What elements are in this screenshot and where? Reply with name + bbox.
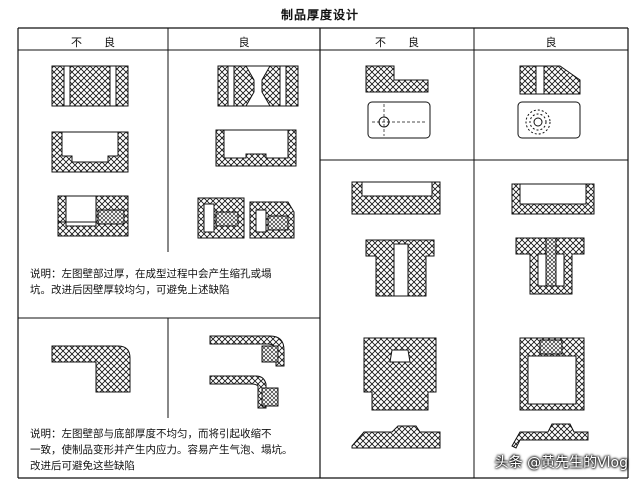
good-boss-section-drawing [197, 197, 295, 239]
header-good-right: 良 [545, 36, 557, 49]
good-cored-block-drawing [217, 65, 299, 107]
good-stepped-block-drawing [517, 65, 581, 139]
note-bottom-thickness: 说明：左图壁部与底部厚度不均匀，而将引起收缩不 一致，使制品变形并产生内应力。容… [30, 426, 316, 474]
note1-line2: 坑。改进后因壁厚较均匀，可避免上述缺陷 [30, 284, 230, 296]
note2-line2: 一致，使制品变形并产生内应力。容易产生气泡、塌坑。 [30, 444, 293, 456]
page-title: 制品厚度设计 [280, 8, 359, 22]
table-grid [17, 27, 629, 479]
header-bad-right: 不 良 [375, 36, 419, 49]
good-ribbed-tray-drawing [511, 183, 595, 215]
good-corner-bracket-drawing [209, 335, 285, 409]
bad-stepped-block-drawing [365, 65, 431, 139]
note2-line1: 说明：左图壁部与底部厚度不均匀，而将引起收缩不 [30, 428, 272, 440]
good-cored-boss-drawing [515, 237, 585, 295]
bad-uneven-plate-drawing [351, 425, 441, 449]
header-bad-left: 不 良 [71, 36, 115, 49]
watermark: 头条 @黄先生的Vlog [494, 455, 628, 471]
bad-ribbed-tray-drawing [351, 181, 441, 215]
bad-boss-section-drawing [57, 195, 129, 237]
good-uniform-cup-drawing [519, 337, 585, 411]
bad-thick-cup-drawing [363, 337, 437, 411]
note1-line1: 说明：左图壁部过厚，在成型过程中会产生缩孔或塌 [30, 268, 272, 280]
bad-thick-boss-drawing [365, 239, 435, 297]
good-uniform-tray-drawing [215, 129, 297, 167]
note2-line3: 改进后可避免这些缺陷 [30, 460, 135, 472]
good-even-plate-drawing [511, 423, 589, 449]
bad-corner-bracket-drawing [51, 345, 131, 393]
bad-thick-tray-drawing [51, 131, 129, 173]
header-good-left: 良 [238, 36, 250, 49]
note-wall-thickness: 说明：左图壁部过厚，在成型过程中会产生缩孔或塌 坑。改进后因壁厚较均匀，可避免上… [30, 266, 316, 298]
bad-thick-block-drawing [51, 65, 129, 107]
